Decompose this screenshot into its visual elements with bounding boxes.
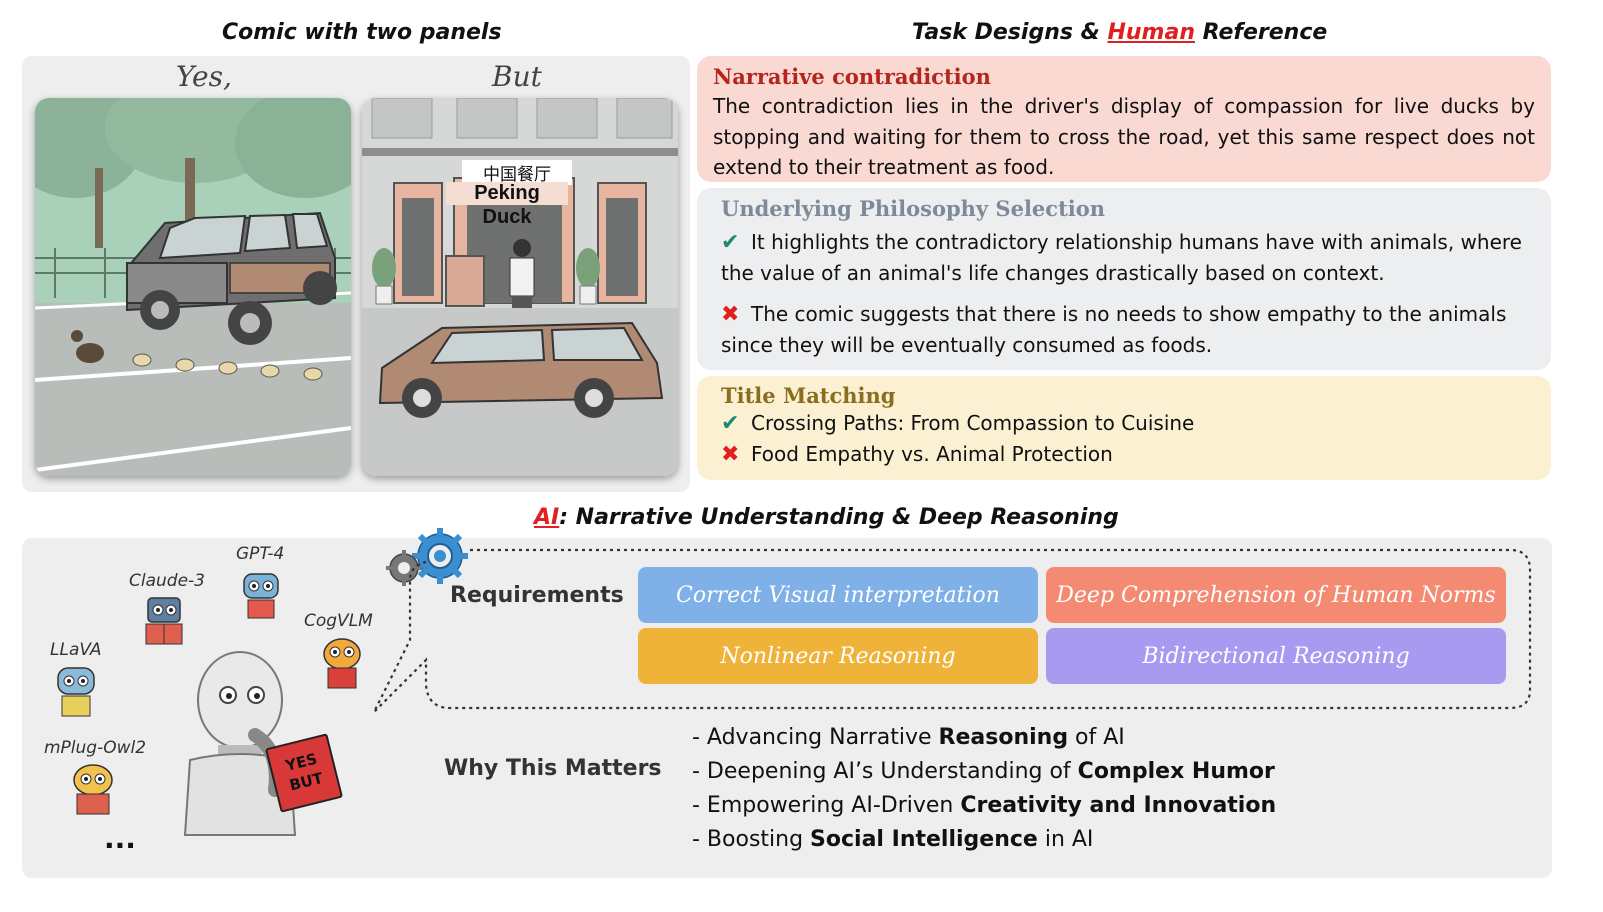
model-label-cogvlm: CogVLM [304,611,373,631]
philosophy-correct-option: ✔It highlights the contradictory relatio… [721,227,1535,288]
cross-icon: ✖ [721,442,740,467]
why-item-text: - Empowering AI-Driven [692,793,961,818]
ducks-crossing-illustration [35,98,351,476]
gpt4-robot-icon [243,573,279,619]
ai-heading: AI: Narrative Understanding & Deep Reaso… [534,505,1119,530]
title-matching-title: Title Matching [721,383,896,408]
philosophy-card: Underlying Philosophy Selection ✔It high… [697,188,1551,370]
title-wrong-text: Food Empathy vs. Animal Protection [751,442,1113,466]
requirement-bidirectional-reasoning: Bidirectional Reasoning [1046,628,1506,684]
thought-bubble-outline [373,548,1532,713]
llava-robot-icon [57,667,95,717]
why-item-bold: Reasoning [938,725,1069,750]
title-matching-card: Title Matching ✔ Crossing Paths: From Com… [697,376,1551,480]
why-item: - Empowering AI-Driven Creativity and In… [692,789,1276,823]
requirements-label: Requirements [450,583,624,608]
model-label-llava: LLaVA [50,640,102,660]
why-item-text: in AI [1037,827,1094,852]
more-models-ellipsis: ... [104,822,136,855]
model-label-gpt4: GPT-4 [236,544,285,564]
philosophy-title: Underlying Philosophy Selection [721,196,1106,221]
requirement-human-norms: Deep Comprehension of Human Norms [1046,567,1506,623]
restaurant-sign-peking: Peking [446,182,568,205]
narrative-title: Narrative contradiction [713,64,991,89]
why-item: - Deepening AI’s Understanding of Comple… [692,755,1276,789]
gears-icon [386,528,468,586]
ai-heading-rest: : Narrative Understanding & Deep Reasoni… [559,505,1119,530]
restaurant-sign-duck: Duck [482,206,532,228]
why-item-bold: Creativity and Innovation [960,793,1277,818]
panel-left-label: Yes, [176,60,232,93]
title-wrong-option: ✖ Food Empathy vs. Animal Protection [721,439,1535,470]
philosophy-wrong-text: The comic suggests that there is no need… [721,302,1507,357]
why-list: - Advancing Narrative Reasoning of AI - … [692,721,1276,857]
cogvlm-robot-icon [323,638,361,689]
restaurant-illustration [362,98,678,476]
panel-right-label: But [492,60,542,93]
cross-icon: ✖ [721,302,740,327]
why-item-bold: Social Intelligence [810,827,1038,852]
task-heading-part2: Reference [1194,20,1328,45]
model-label-claude: Claude-3 [129,571,205,591]
why-item: - Advancing Narrative Reasoning of AI [692,721,1276,755]
requirement-nonlinear-reasoning: Nonlinear Reasoning [638,628,1038,684]
comic-heading: Comic with two panels [222,20,502,45]
philosophy-correct-text: It highlights the contradictory relation… [721,230,1522,285]
why-item: - Boosting Social Intelligence in AI [692,823,1276,857]
model-label-mplug: mPlug-Owl2 [44,738,147,758]
why-item-text: - Advancing Narrative [692,725,939,750]
ai-heading-ai: AI [534,505,560,530]
restaurant-sign-chinese: 中国餐厅 [462,160,572,185]
mplug-robot-icon [73,764,113,815]
why-label: Why This Matters [444,756,662,781]
why-item-text: - Deepening AI’s Understanding of [692,759,1078,784]
requirement-visual-interpretation: Correct Visual interpretation [638,567,1038,623]
comic-panel-yes [35,98,351,476]
claude-robot-icon [145,597,183,645]
title-correct-text: Crossing Paths: From Compassion to Cuisi… [751,411,1195,435]
narrative-text: The contradiction lies in the driver's d… [713,94,1535,179]
why-item-text: - Boosting [692,827,811,852]
checkmark-icon: ✔ [721,230,740,255]
narrative-card: Narrative contradiction The contradictio… [697,56,1551,182]
task-heading-part1: Task Designs & [912,20,1108,45]
comic-panel-but: 中国餐厅 Peking Duck [362,98,678,476]
task-heading: Task Designs & Human Reference [912,20,1327,45]
checkmark-icon: ✔ [721,411,740,436]
why-item-text: of AI [1068,725,1125,750]
title-correct-option: ✔ Crossing Paths: From Compassion to Cuis… [721,408,1535,439]
philosophy-wrong-option: ✖The comic suggests that there is no nee… [721,299,1535,360]
thinking-robot-illustration [183,651,297,836]
task-heading-human: Human [1107,20,1195,45]
why-item-bold: Complex Humor [1077,759,1275,784]
